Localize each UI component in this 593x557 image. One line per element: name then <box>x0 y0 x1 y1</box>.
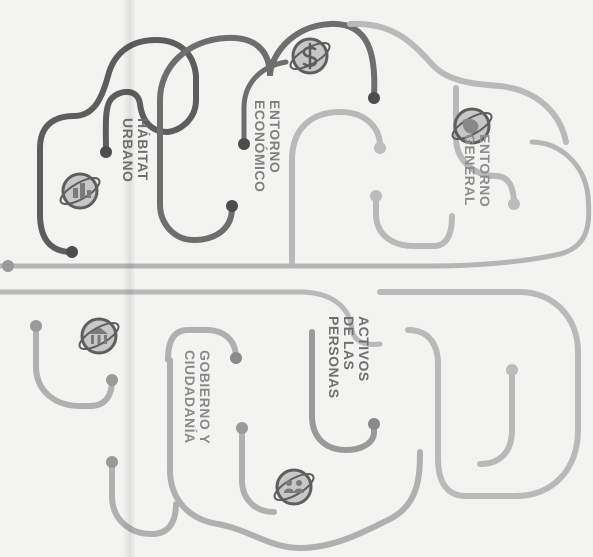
globe-icon <box>451 107 493 145</box>
globe-people-icon <box>273 468 315 506</box>
general-loop-line <box>289 108 383 265</box>
activos-loop-line <box>377 289 581 499</box>
globe-icon <box>59 172 101 210</box>
entorno-general-label: ENTORNO GENERAL <box>462 134 493 208</box>
habitat-loop-line <box>37 36 199 255</box>
gobierno-loop-line <box>239 425 277 515</box>
bottom-divider-line <box>0 289 383 347</box>
habitat-urbano-label: HÁBITAT URBANO <box>120 118 151 183</box>
activos-loop-line <box>405 327 441 367</box>
connector-dot <box>106 456 118 468</box>
connector-dot <box>230 352 242 364</box>
economico-loop-line <box>157 20 378 244</box>
connector-dot <box>508 198 520 210</box>
general-loop-line <box>453 85 517 207</box>
activos-inner-line <box>309 329 377 454</box>
connector-dot <box>368 92 380 104</box>
connector-dot <box>2 260 14 272</box>
center-divider-line <box>0 139 592 269</box>
gobierno-y-ciudadania-label: GOBIERNO Y CIUDADANÍA <box>182 350 213 445</box>
connector-dot <box>374 142 386 154</box>
connector-dot <box>100 146 112 158</box>
connector-dot <box>66 246 78 258</box>
activos-loop-line <box>477 367 515 467</box>
connector-dot <box>238 138 250 150</box>
connector-dot <box>226 200 238 212</box>
connector-dot <box>30 320 42 332</box>
globe-dollar-icon <box>289 37 331 75</box>
entorno-economico-label: ENTORNO ECONÓMICO <box>252 100 283 193</box>
connector-dot <box>106 374 118 386</box>
economico-inner-line <box>241 59 289 147</box>
activos-de-las-personas-label: ACTIVOS DE LAS PERSONAS <box>326 316 372 399</box>
connector-dot <box>370 190 382 202</box>
bottom-arc-line <box>167 357 423 552</box>
gobierno-loop-line <box>109 459 179 538</box>
gobierno-loop-line <box>165 327 239 363</box>
connector-dot <box>506 364 518 376</box>
general-loop-line <box>347 20 569 145</box>
gobierno-loop-line <box>33 323 115 409</box>
general-loop-line <box>373 193 455 249</box>
connector-dot <box>236 422 248 434</box>
connector-dot <box>368 418 380 430</box>
globe-building-icon <box>78 317 120 355</box>
